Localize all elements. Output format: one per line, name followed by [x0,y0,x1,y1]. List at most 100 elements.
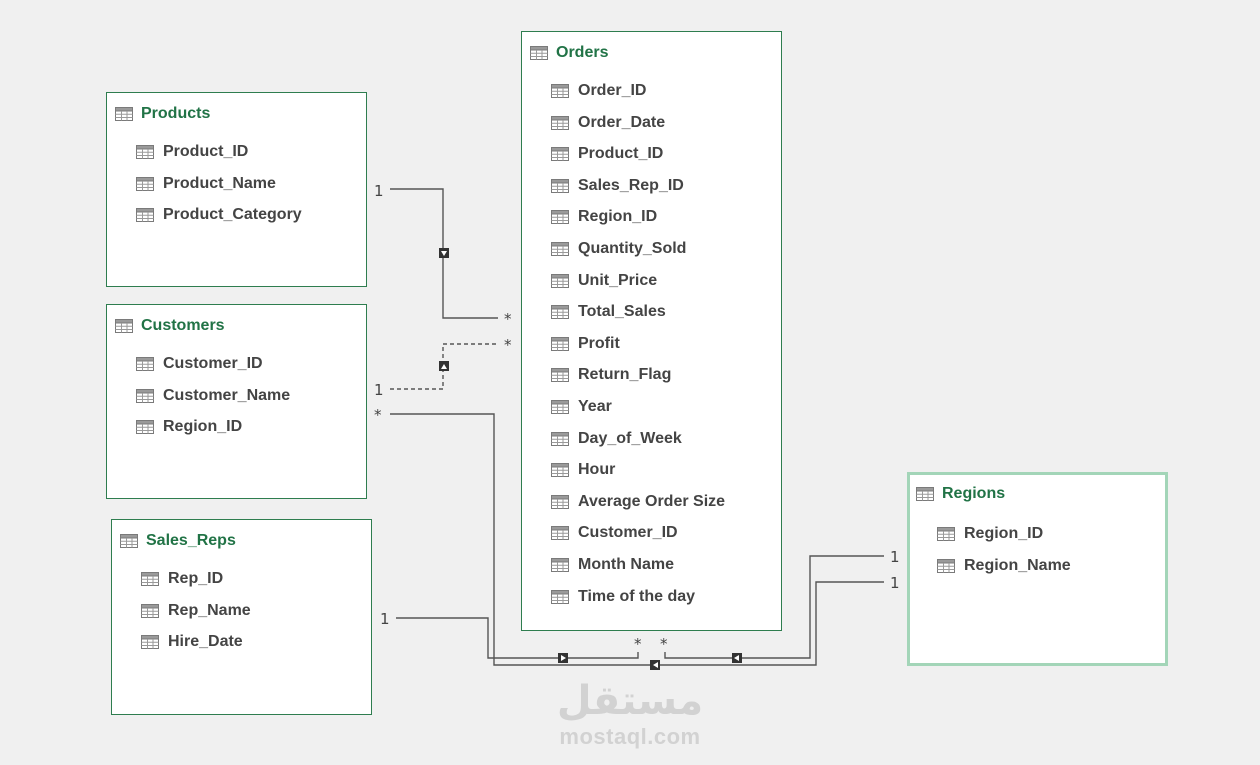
field-row[interactable]: Rep_Name [141,600,251,622]
field-row[interactable]: Order_ID [551,80,646,102]
card-customers-one: 1 [374,381,384,399]
field-label: Product_Category [163,206,302,224]
field-icon [551,526,569,541]
table-icon [115,319,133,333]
field-icon [551,115,569,130]
field-icon [141,572,159,586]
field-icon [551,463,569,478]
field-label: Customer_ID [578,524,678,542]
card-salesreps-one: 1 [380,610,390,628]
field-row[interactable]: Product_ID [136,141,248,163]
field-row[interactable]: Quantity_Sold [551,238,686,260]
field-label: Quantity_Sold [578,240,687,257]
field-label: Region_Name [964,556,1071,574]
card-orders-many: * [504,310,512,328]
field-row[interactable]: Customer_Name [136,385,290,407]
field-label: Total_Sales [578,303,666,321]
field-row[interactable]: Customer_ID [136,353,263,375]
rel-customers-orders[interactable] [390,343,498,390]
field-label: Month Name [578,556,674,573]
field-row[interactable]: Customer_ID [551,522,678,544]
field-row[interactable]: Hour [551,459,615,481]
field-label: Product_ID [578,145,664,163]
field-row[interactable]: Hire_Date [141,631,243,653]
field-label: Order_Date [578,113,666,131]
field-icon [551,147,569,162]
field-icon [551,84,569,98]
field-row[interactable]: Return_Flag [551,364,671,386]
field-icon [551,242,569,256]
table-title-label: Sales_Reps [146,532,236,549]
field-row[interactable]: Unit_Price [551,270,657,292]
field-row[interactable]: Region_ID [136,416,242,438]
field-label: Product_ID [163,143,249,160]
filter-arrow-down-icon [441,251,447,256]
field-label: Rep_Name [168,601,251,619]
field-label: Rep_ID [168,570,224,587]
field-icon [141,603,159,618]
field-label: Return_Flag [578,366,672,384]
field-label: Unit_Price [578,271,658,289]
field-row[interactable]: Product_Name [136,173,276,195]
field-icon [937,527,955,541]
card-customers-many: * [374,406,382,424]
field-icon [551,336,569,351]
field-row[interactable]: Region_Name [937,555,1071,577]
field-label: Hire_Date [168,633,243,651]
field-row[interactable]: Day_of_Week [551,428,682,450]
card-orders-many: * [660,635,668,653]
rel-products-orders[interactable] [390,188,498,319]
field-label: Time of the day [578,587,696,605]
filter-arrow-left-icon [734,655,739,661]
field-label: Order_ID [578,82,647,99]
field-row[interactable]: Rep_ID [141,568,223,590]
field-label: Customer_Name [163,386,291,404]
table-title[interactable]: Regions [916,483,1005,505]
field-label: Product_Name [163,174,276,192]
field-icon [551,589,569,604]
field-row[interactable]: Month Name [551,554,674,576]
field-icon [937,558,955,573]
table-title[interactable]: Customers [115,315,225,337]
table-icon [530,46,548,60]
field-row[interactable]: Profit [551,333,620,355]
table-title-label: Orders [556,44,609,61]
field-label: Year [578,398,612,415]
filter-arrow-right-icon [561,655,566,661]
field-row[interactable]: Average Order Size [551,491,725,513]
field-row[interactable]: Product_Category [136,204,302,226]
field-label: Sales_Rep_ID [578,176,684,194]
field-row[interactable]: Region_ID [937,523,1043,545]
field-row[interactable]: Total_Sales [551,301,666,323]
field-label: Customer_ID [163,355,263,372]
field-icon [136,420,154,435]
field-icon [136,145,154,159]
mostaql-watermark: مستقل mostaql.com [553,678,707,750]
field-row[interactable]: Order_Date [551,112,665,134]
card-regions-one: 1 [890,574,900,592]
field-label: Region_ID [964,525,1044,542]
field-row[interactable]: Region_ID [551,206,657,228]
field-label: Hour [578,461,616,479]
field-row[interactable]: Sales_Rep_ID [551,175,684,197]
table-icon [120,534,138,548]
field-icon [551,400,569,414]
field-icon [551,210,569,225]
field-row[interactable]: Year [551,396,612,418]
table-title[interactable]: Orders [530,42,608,64]
field-row[interactable]: Product_ID [551,143,663,165]
table-title[interactable]: Sales_Reps [120,530,236,552]
card-products-one: 1 [374,182,384,200]
field-icon [551,178,569,193]
field-row[interactable]: Time of the day [551,586,695,608]
filter-arrow-left-icon [653,662,658,668]
watermark-url: mostaql.com [559,724,701,749]
table-title[interactable]: Products [115,103,210,125]
table-title-label: Products [141,105,211,122]
field-label: Profit [578,334,620,352]
